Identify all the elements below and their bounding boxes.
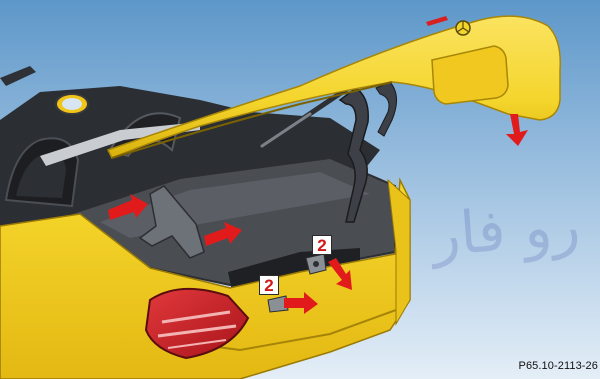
mercedes-star-emblem [456,21,470,35]
figure-code: P65.10-2113-26 [519,360,598,372]
callout-label: 2 [312,235,332,255]
watermark: رو فار [430,191,582,269]
callout-label: 2 [259,275,279,295]
